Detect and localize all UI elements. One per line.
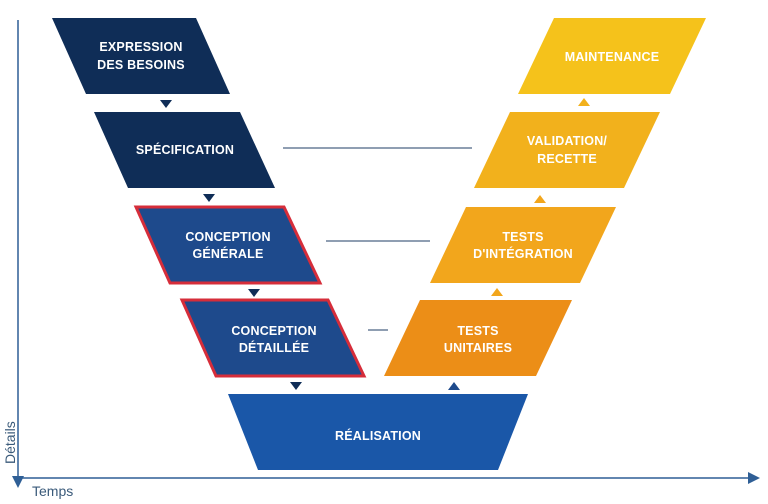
step-validation-recette-label-2: RECETTE	[537, 152, 597, 166]
step-validation-recette-label: VALIDATION/	[527, 134, 608, 148]
step-conception-detaillee-label: CONCEPTION	[231, 324, 316, 338]
step-specification-shape	[94, 112, 275, 188]
arrow-down-1	[160, 100, 172, 108]
step-conception-detaillee-shape	[179, 298, 367, 378]
step-realisation-shape	[228, 394, 528, 470]
arrow-down-3	[248, 289, 260, 297]
step-expression-des-besoins-label: EXPRESSION	[99, 40, 182, 54]
step-tests-integration-label: TESTS	[502, 230, 543, 244]
step-realisation-label: RÉALISATION	[335, 428, 421, 443]
step-conception-generale-label-2: GÉNÉRALE	[192, 246, 263, 261]
step-tests-unitaires-label-2: UNITAIRES	[444, 341, 512, 355]
step-validation-recette-shape	[474, 112, 660, 188]
step-tests-integration-label-2: D'INTÉGRATION	[473, 246, 573, 261]
step-specification-label: SPÉCIFICATION	[136, 142, 234, 157]
step-conception-generale-label: CONCEPTION	[185, 230, 270, 244]
step-expression-des-besoins-label-2: DES BESOINS	[97, 58, 185, 72]
arrow-down-4	[290, 382, 302, 390]
x-axis-arrow	[748, 472, 760, 484]
arrow-down-2	[203, 194, 215, 202]
step-expression-des-besoins-shape	[52, 18, 230, 94]
step-tests-unitaires-shape	[384, 300, 572, 376]
step-conception-detaillee-label-2: DÉTAILLÉE	[239, 340, 309, 355]
arrow-up-1	[448, 382, 460, 390]
x-axis-label: Temps	[32, 483, 73, 499]
y-axis-arrow	[12, 476, 24, 488]
step-maintenance-label: MAINTENANCE	[565, 50, 660, 64]
step-conception-generale-shape	[133, 205, 323, 285]
step-tests-integration-shape	[430, 207, 616, 283]
step-maintenance-shape	[518, 18, 706, 94]
step-tests-unitaires-label: TESTS	[457, 324, 498, 338]
arrow-up-4	[578, 98, 590, 106]
arrow-up-3	[534, 195, 546, 203]
arrow-up-2	[491, 288, 503, 296]
y-axis-label: Détails	[2, 421, 18, 464]
